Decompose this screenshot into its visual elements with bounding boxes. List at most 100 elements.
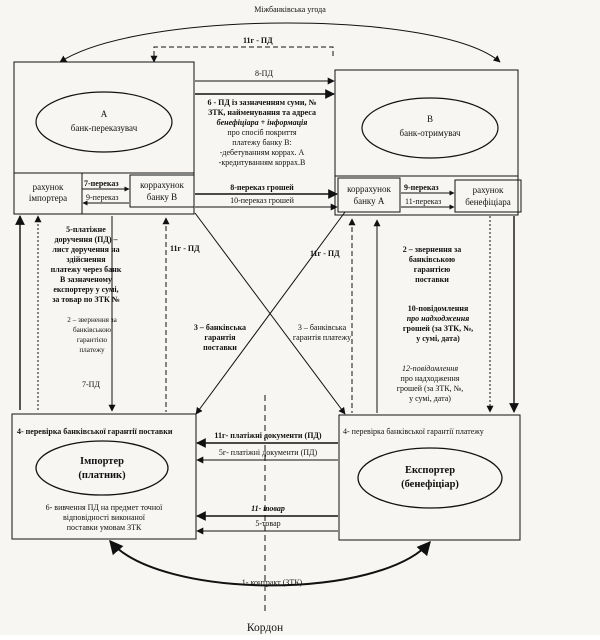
arrow-5-line: здійснення <box>66 255 106 264</box>
corr-account-a-line2: банку А <box>354 196 385 206</box>
arrow-6-line: 6 - ПД із зазначенням суми, № <box>207 98 316 107</box>
arrow-10-right-text: 10-повідомлення про надходження грошей (… <box>403 304 473 343</box>
interbank-agreement-label: Міжбанківська угода <box>254 5 326 14</box>
exporter-title: Експортер <box>405 465 455 476</box>
importer-step-4: 4- перевірка банківської гарантії постав… <box>17 427 173 436</box>
arrow-12-right-line: грошей (за ЗТК, №, <box>397 384 464 393</box>
arrow-2-right-text: 2 – звернення за банківською гарантією п… <box>403 245 461 284</box>
bank-b-ellipse <box>361 97 499 159</box>
beneficiary-account-line2: бенефіціара <box>465 197 511 207</box>
corr-account-b-line1: коррахунок <box>140 180 184 190</box>
importer-account-line2: імпортера <box>29 193 67 203</box>
arrow-3-right-line: гарантія платежу <box>293 333 351 342</box>
corr-account-b-line2: банку В <box>147 192 177 202</box>
bank-b-block <box>334 69 519 216</box>
arrow-3-delivery-guarantee <box>195 211 346 415</box>
importer-ellipse <box>35 440 169 496</box>
arrow-5-line: лист доручення на <box>52 245 119 254</box>
arrow-8-money-label: 8-переказ грошей <box>230 183 294 192</box>
arrow-10-right-line: 10-повідомлення <box>408 304 469 313</box>
arrow-2-right-line: поставки <box>415 275 449 284</box>
arrow-11-top <box>150 46 334 63</box>
arrow-5-line: В зазначеному <box>60 275 112 284</box>
importer-title: Імпортер <box>80 456 124 467</box>
arrow-2-left-text: 2 – звернення за банківською гарантією п… <box>67 316 117 354</box>
arrow-11-top-label: 11г - ПД <box>243 36 273 45</box>
arrow-7-pd-label: 7-ПД <box>82 380 100 389</box>
arrow-9-left-label: 9-переказ <box>86 193 119 202</box>
border-label: Кордон <box>247 622 283 634</box>
importer-step-6-line1: 6- вивчення ПД на предмет точної <box>46 503 163 512</box>
arrow-6-line: про спосіб покриття <box>227 128 296 137</box>
arrow-5-line: експортеру у сумі, <box>53 285 118 294</box>
corr-account-a-line1: коррахунок <box>347 184 391 194</box>
bank-b-name: банк-отримувач <box>400 128 461 138</box>
arrow-11-left-mid-label: 11г - ПД <box>170 244 200 253</box>
corr-account-a-box <box>337 177 401 213</box>
arrow-12-right-text: 12-повідомлення про надходження грошей (… <box>397 364 464 403</box>
arrow-12-right-line: 12-повідомлення <box>402 364 458 373</box>
arrow-3-left-line: 3 – банківська <box>194 323 246 332</box>
arrow-9-right-label: 9-переказ <box>404 183 439 192</box>
arrow-7-left-label: 7-переказ <box>84 179 119 188</box>
importer-account-line1: рахунок <box>33 182 64 192</box>
arrow-11-right-mid-label: 11г - ПД <box>310 249 340 258</box>
arrow-2-right-line: 2 – звернення за <box>403 245 461 254</box>
arrow-5-goods-label: 5-товар <box>255 519 280 528</box>
arrow-6-line: ЗТК, найменування та адреса <box>208 108 316 117</box>
arrow-3-left-text: 3 – банківська гарантія поставки <box>194 323 246 352</box>
arrow-10-money-label: 10-переказ грошей <box>230 196 295 205</box>
importer-account-box <box>13 172 83 215</box>
arrow-8-pd-label: 8-ПД <box>255 69 273 78</box>
arrow-2-right-line: гарантією <box>414 265 450 274</box>
arrow-10-right-line: грошей (за ЗТК, №, <box>403 324 473 333</box>
arrow-3-right-text: 3 – банківська гарантія платежу <box>293 323 351 342</box>
arrow-6-line: -дебетуванням коррах. А <box>220 148 305 157</box>
arrow-6-line: платежу банку В: <box>232 138 291 147</box>
arrow-5-line: платежу через банк <box>51 265 122 274</box>
importer-subtitle: (платник) <box>78 470 126 481</box>
contract-arc <box>109 539 431 587</box>
arrow-3-right-line: 3 – банківська <box>298 323 347 332</box>
bank-a-block <box>13 61 195 215</box>
bank-a-name: банк-переказувач <box>71 123 138 133</box>
arrow-5-line: доручення (ПД) – <box>54 235 118 244</box>
arrow-6-line: -кредитуванням коррах.В <box>219 158 306 167</box>
bank-a-ellipse <box>35 91 173 153</box>
arrow-2-left-line: платежу <box>79 346 105 354</box>
contract-label: 1- контракт (ЗТК) <box>242 578 303 587</box>
bank-a-letter: А <box>101 109 108 119</box>
importer-step-6-line2: відповідності виконаної <box>63 513 146 522</box>
interbank-agreement-arc <box>59 22 501 63</box>
arrow-12-right-line: про надходження <box>401 374 460 383</box>
arrow-3-left-line: гарантія <box>204 333 236 342</box>
arrow-12-right-line: у сумі, дата) <box>409 394 451 403</box>
exporter-ellipse <box>357 447 503 509</box>
arrow-2-right-line: банківською <box>409 255 455 264</box>
arrow-11-right-label: 11-переказ <box>405 197 441 206</box>
arrow-10-right-line: у сумі, дата) <box>416 334 460 343</box>
beneficiary-account-line1: рахунок <box>473 185 504 195</box>
arrow-3-payment-guarantee <box>194 212 346 415</box>
arrow-11-docs-label: 11г- платіжні документи (ПД) <box>214 431 322 440</box>
arrow-11-goods-label: 11- товар <box>251 504 285 513</box>
importer-step-6-line3: поставки умовам ЗТК <box>67 523 142 532</box>
arrow-2-left-line: гарантією <box>77 336 108 344</box>
arrow-5-line: 5-платіжне <box>66 225 106 234</box>
arrow-6-line: бенефіціара + інформація <box>217 118 308 127</box>
beneficiary-account-box <box>454 179 522 213</box>
arrow-10-right-line: про надходження <box>407 314 470 323</box>
arrow-3-left-line: поставки <box>203 343 237 352</box>
arrow-5-docs-label: 5г- платіжні документи (ПД) <box>219 448 318 457</box>
arrow-2-left-line: 2 – звернення за <box>67 316 117 324</box>
corr-account-b-box <box>129 174 195 208</box>
arrow-5-text: 5-платіжне доручення (ПД) – лист доручен… <box>51 225 122 304</box>
exporter-step-4: 4- перевірка банківської гарантії платеж… <box>343 427 484 436</box>
bank-b-letter: В <box>427 114 433 124</box>
exporter-subtitle: (бенефіціар) <box>401 479 459 490</box>
importer-block <box>11 413 197 540</box>
arrow-5-line: за товар по ЗТК № <box>52 295 120 304</box>
arrow-6-description: 6 - ПД із зазначенням суми, № ЗТК, найме… <box>207 98 316 167</box>
